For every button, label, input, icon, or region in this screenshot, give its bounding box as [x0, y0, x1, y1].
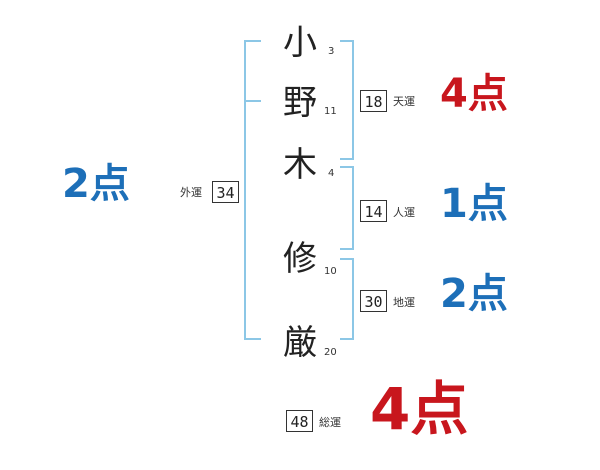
- stroke-count-3: 4: [328, 168, 335, 179]
- name-char-2: 野: [283, 83, 317, 123]
- soun-label: 総運: [319, 416, 341, 429]
- stroke-count-5: 20: [324, 347, 337, 358]
- left-bracket-bottom: [244, 338, 261, 340]
- jinun-score: 1点: [440, 181, 508, 227]
- left-bracket-line: [244, 40, 246, 340]
- left-bracket-top: [244, 40, 261, 42]
- gaiun-value-box: 34: [212, 181, 239, 203]
- soun-score: 4点: [370, 375, 469, 443]
- jinun-bracket-top: [340, 166, 354, 168]
- left-bracket-mid: [244, 100, 261, 102]
- chiun-value-box: 30: [360, 290, 387, 312]
- name-char-4: 修: [283, 239, 317, 279]
- gaiun-score: 2点: [62, 161, 130, 207]
- tenun-label: 天運: [393, 95, 415, 108]
- tenun-bracket-top: [340, 40, 354, 42]
- stroke-count-2: 11: [324, 106, 337, 117]
- jinun-bracket-line: [352, 166, 354, 250]
- name-char-5: 厳: [283, 323, 317, 363]
- chiun-bracket-bottom: [340, 338, 354, 340]
- tenun-bracket-line: [352, 40, 354, 160]
- soun-value-box: 48: [286, 410, 313, 432]
- tenun-bracket-bottom: [340, 158, 354, 160]
- chiun-score: 2点: [440, 271, 508, 317]
- chiun-bracket-top: [340, 258, 354, 260]
- chiun-label: 地運: [393, 296, 415, 309]
- jinun-bracket-bottom: [340, 248, 354, 250]
- name-char-1: 小: [283, 23, 317, 63]
- stroke-count-1: 3: [328, 46, 335, 57]
- jinun-value-box: 14: [360, 200, 387, 222]
- name-char-3: 木: [283, 145, 317, 185]
- tenun-value-box: 18: [360, 90, 387, 112]
- tenun-score: 4点: [440, 71, 508, 117]
- jinun-label: 人運: [393, 206, 415, 219]
- chiun-bracket-line: [352, 258, 354, 340]
- gaiun-label: 外運: [180, 186, 202, 199]
- stroke-count-4: 10: [324, 266, 337, 277]
